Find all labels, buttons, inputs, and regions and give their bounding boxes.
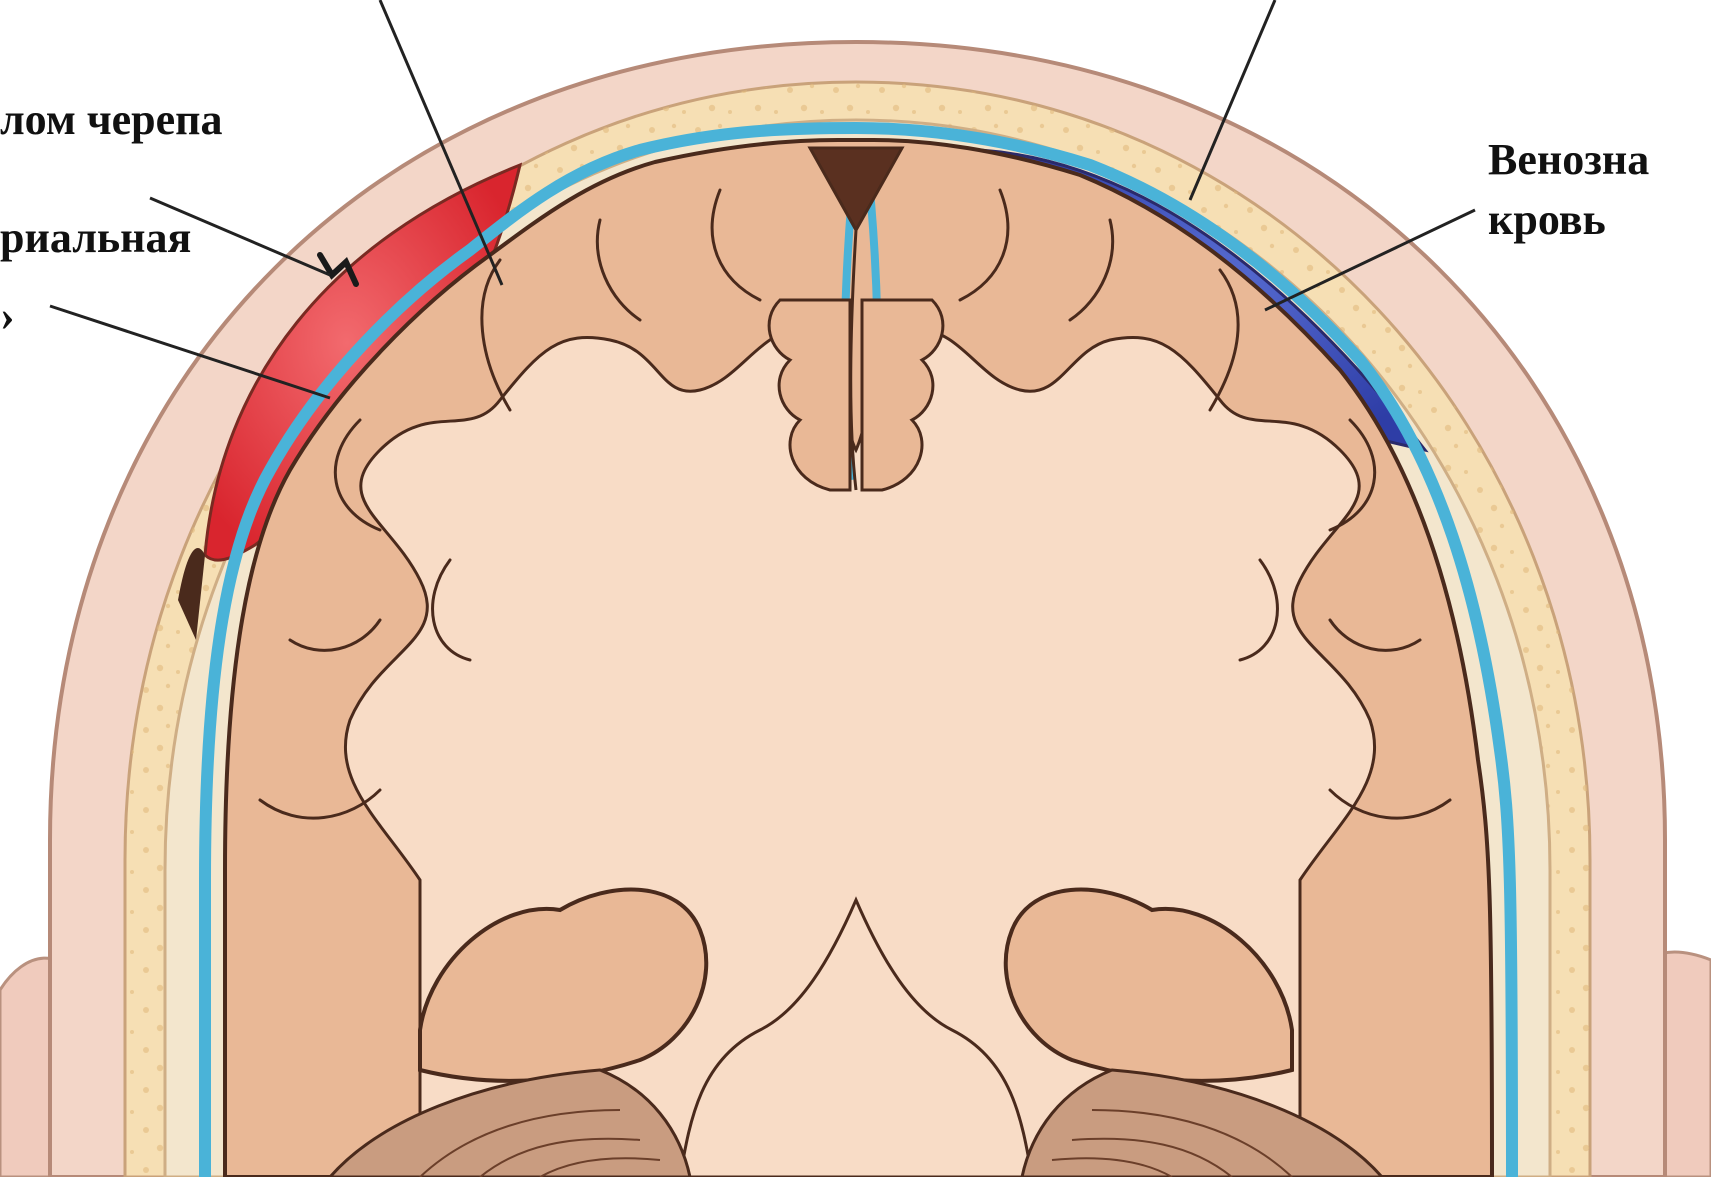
- label-arterial-blood: риальная: [0, 214, 191, 262]
- label-skull-fracture: лом черепа: [0, 96, 223, 144]
- label-arterial-blood-line2: ›: [0, 292, 15, 340]
- label-venous-blood: Венозна: [1488, 136, 1649, 184]
- label-venous-blood-line2: кровь: [1488, 196, 1606, 244]
